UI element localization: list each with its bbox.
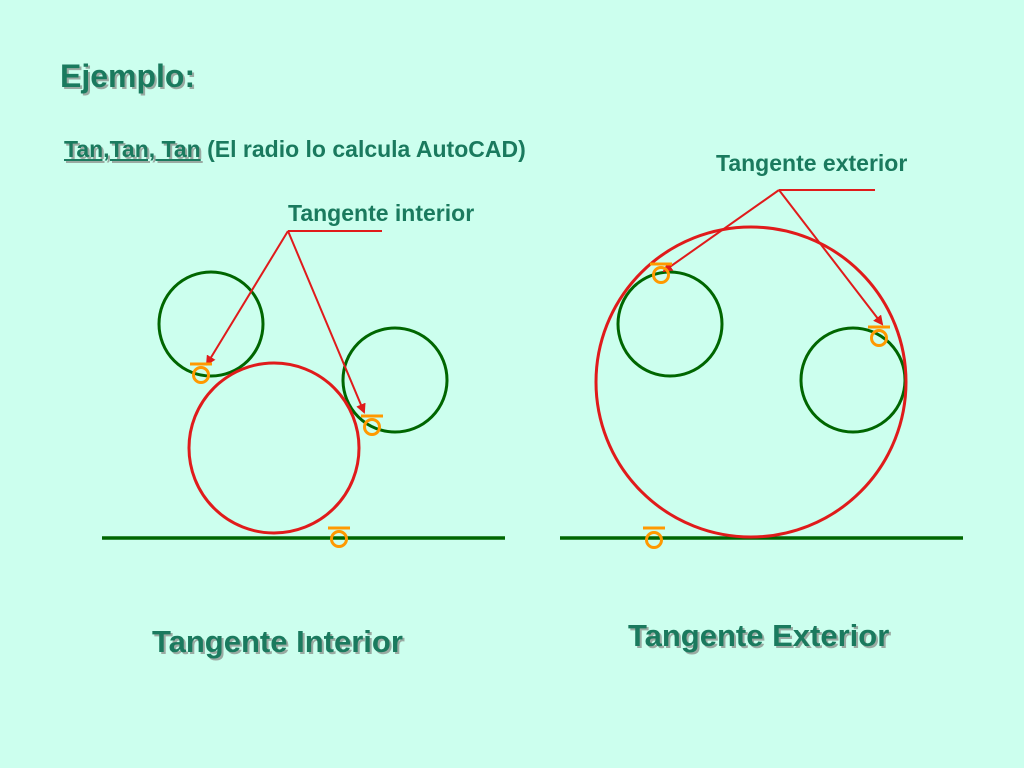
given-circle-left-1	[157, 270, 265, 378]
label-tangent-exterior: Tangente exterior	[716, 150, 908, 176]
diagram-interior	[102, 230, 505, 548]
leader-arrow-exterior-1	[662, 189, 780, 273]
tangent-snap-icon	[328, 526, 350, 548]
result-circle-interior	[187, 361, 361, 535]
result-circle-exterior	[594, 225, 908, 539]
tangent-snap-icon	[361, 414, 383, 436]
leader-arrow-interior-1	[205, 230, 289, 366]
leader-arrow-interior-2	[287, 230, 366, 414]
label-tangent-interior: Tangente interior	[288, 200, 475, 226]
subtitle: Tan,Tan, Tan (El radio lo calcula AutoCA…	[64, 136, 526, 163]
tangent-snap-icon	[190, 362, 212, 384]
subtitle-method: Tan,Tan, Tan	[64, 136, 201, 162]
tangent-snap-icon	[643, 526, 665, 549]
subtitle-note: (El radio lo calcula AutoCAD)	[207, 136, 526, 162]
tangent-snap-icon	[650, 262, 672, 284]
tangent-snap-icon	[868, 325, 890, 347]
given-circle-left-2	[341, 326, 449, 434]
given-circle-right-1	[616, 270, 724, 378]
caption-tangent-exterior: Tangente Exterior	[628, 618, 890, 653]
given-circle-right-2	[799, 326, 907, 434]
page-title: Ejemplo:	[60, 58, 196, 94]
caption-tangent-interior: Tangente Interior	[152, 624, 403, 659]
leader-arrow-exterior-2	[778, 189, 884, 326]
diagram-exterior	[560, 189, 963, 549]
